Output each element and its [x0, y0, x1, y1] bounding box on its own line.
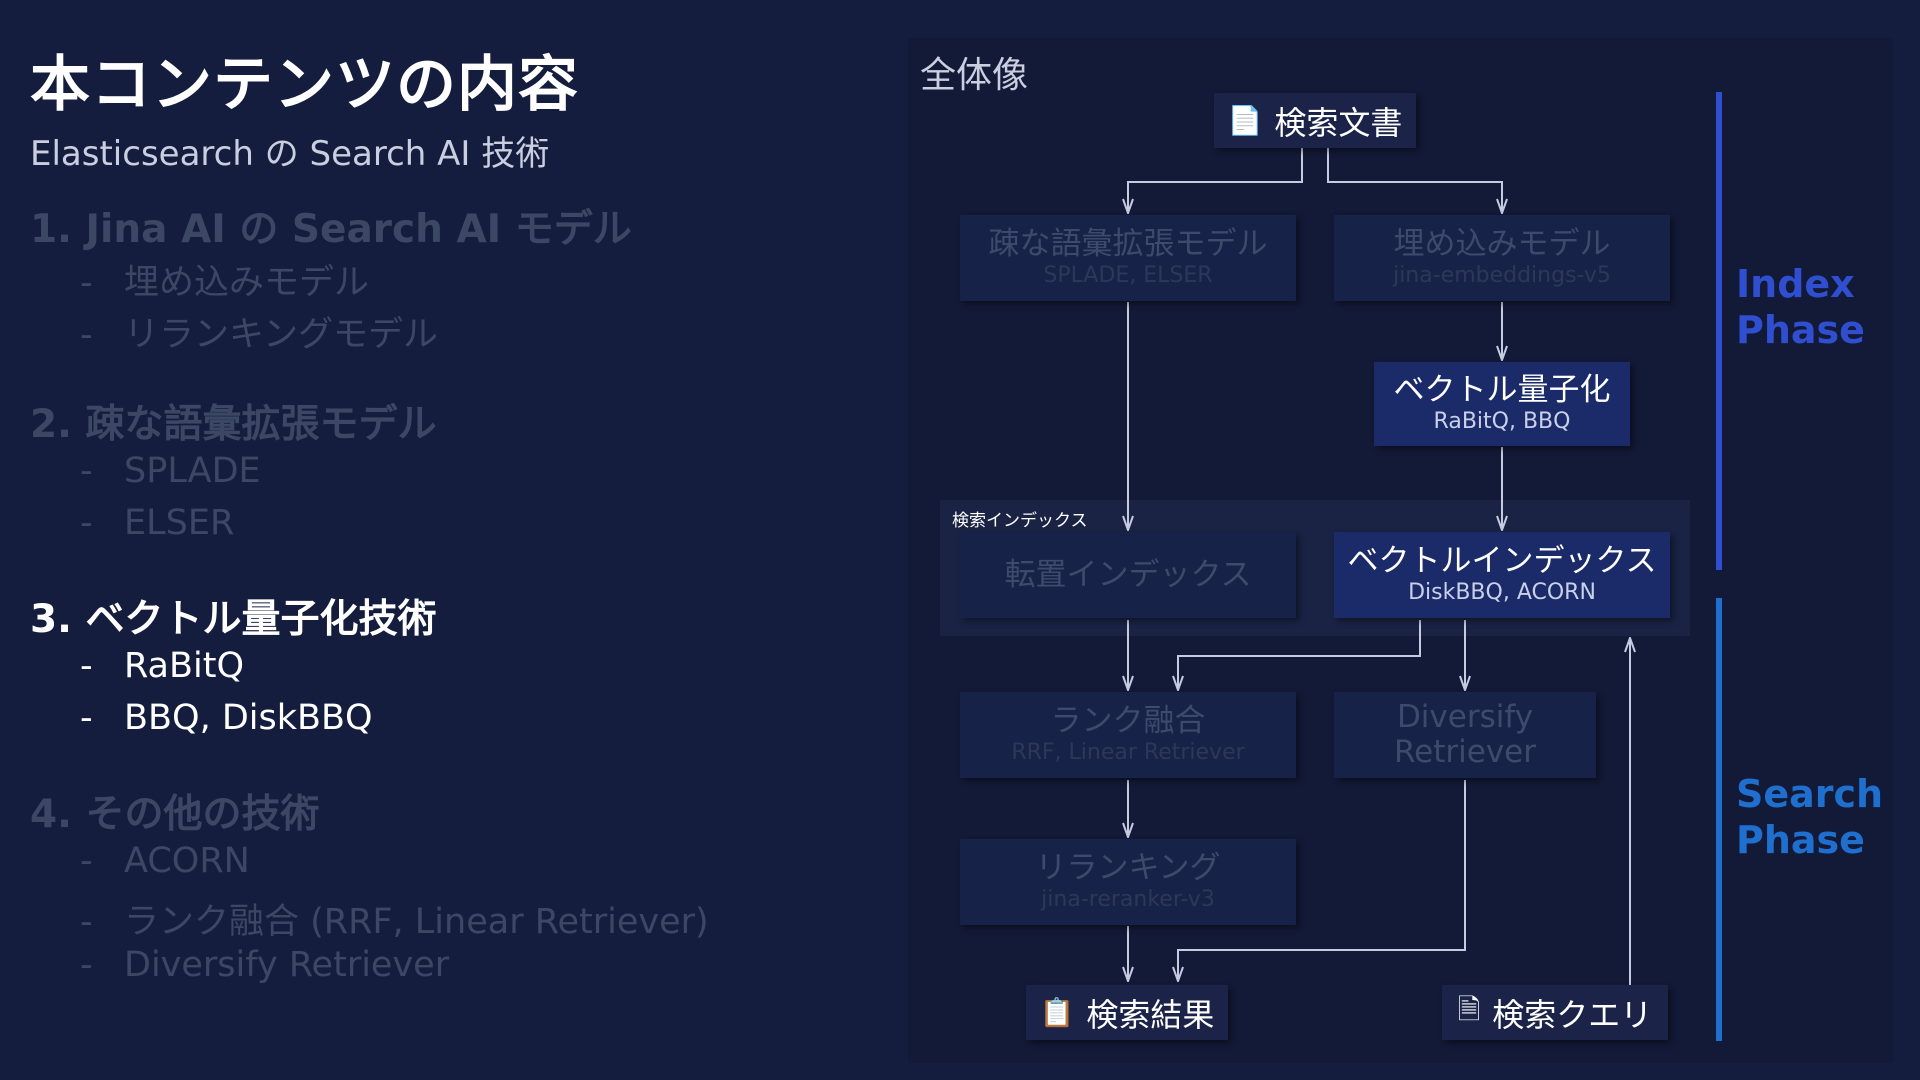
page-subtitle: Elasticsearch の Search AI 技術	[30, 134, 550, 174]
inverted-index-node: 転置インデックス	[960, 532, 1296, 618]
search-index-group-label: 検索インデックス	[952, 511, 1088, 531]
search-results-label: 検索結果	[1086, 995, 1215, 1034]
search-phase-line-2: Phase	[1736, 817, 1865, 862]
diversify-retriever-label-2: Retriever	[1394, 734, 1536, 770]
section-4-item-1: -ACORN	[80, 841, 250, 881]
sparse-model-node: 疎な語彙拡張モデル SPLADE, ELSER	[960, 215, 1296, 301]
search-results-node: 📋 検索結果	[1026, 985, 1228, 1040]
list-item-label: Diversify Retriever	[124, 945, 450, 985]
section-3-heading: 3. ベクトル量子化技術	[30, 597, 437, 642]
index-phase-line-2: Phase	[1736, 307, 1865, 352]
list-item-label: ELSER	[124, 503, 235, 543]
rank-fusion-node: ランク融合 RRF, Linear Retriever	[960, 692, 1296, 778]
connector-doc-to-sparse	[1128, 148, 1303, 213]
bullet-dash: -	[80, 945, 93, 985]
section-4-item-3: -Diversify Retriever	[80, 945, 449, 985]
search-query-node: 🗎 検索クエリ	[1442, 985, 1668, 1040]
diversify-retriever-label-1: Diversify	[1396, 699, 1534, 736]
sparse-model-sub: SPLADE, ELSER	[1043, 263, 1213, 289]
embedding-model-sub: jina-embeddings-v5	[1393, 263, 1611, 289]
bullet-dash: -	[80, 646, 93, 686]
vector-quantization-node: ベクトル量子化 RaBitQ, BBQ	[1374, 362, 1630, 446]
section-3-item-2: -BBQ, DiskBBQ	[80, 698, 373, 738]
bullet-dash: -	[80, 698, 93, 738]
list-item-label: BBQ, DiskBBQ	[124, 698, 373, 738]
embedding-model-label: 埋め込みモデル	[1393, 226, 1611, 263]
documents-icon: 📋	[1039, 996, 1075, 1029]
bullet-dash: -	[80, 315, 93, 355]
index-phase-bar	[1716, 92, 1722, 570]
list-item-label: リランキングモデル	[124, 315, 438, 355]
section-3-item-1: -RaBitQ	[80, 646, 244, 686]
search-phase-label: Search Phase	[1736, 772, 1883, 863]
connector-vecindex-to-fusion	[1178, 620, 1421, 690]
list-item-label: ランク融合 (RRF, Linear Retriever)	[124, 902, 709, 942]
section-2-item-1: -SPLADE	[80, 451, 261, 491]
section-1-item-2: -リランキングモデル	[80, 306, 438, 357]
bullet-dash: -	[80, 902, 93, 942]
vector-index-label: ベクトルインデックス	[1347, 543, 1657, 580]
section-4-item-2: -ランク融合 (RRF, Linear Retriever)	[80, 893, 709, 944]
index-phase-label: Index Phase	[1736, 262, 1865, 353]
vector-quantization-sub: RaBitQ, BBQ	[1433, 409, 1571, 435]
reranking-sub: jina-reranker-v3	[1041, 887, 1215, 913]
list-item-label: RaBitQ	[124, 646, 245, 686]
sparse-model-label: 疎な語彙拡張モデル	[988, 226, 1268, 263]
list-item-label: ACORN	[124, 841, 250, 881]
bullet-dash: -	[80, 503, 93, 543]
document-icon: 📄	[1227, 104, 1263, 137]
rank-fusion-label: ランク融合	[1050, 703, 1206, 740]
bullet-dash: -	[80, 841, 93, 881]
vector-index-node: ベクトルインデックス DiskBBQ, ACORN	[1334, 532, 1670, 618]
section-4-heading: 4. その他の技術	[30, 792, 320, 837]
section-2-item-2: -ELSER	[80, 503, 234, 543]
index-phase-line-1: Index	[1736, 262, 1855, 306]
search-query-label: 検索クエリ	[1492, 995, 1653, 1034]
search-phase-line-1: Search	[1736, 772, 1884, 816]
page-title: 本コンテンツの内容	[30, 50, 579, 120]
diversify-retriever-node: Diversify Retriever	[1334, 692, 1596, 778]
list-item-label: SPLADE	[124, 451, 261, 491]
search-phase-bar	[1716, 598, 1722, 1041]
bullet-dash: -	[80, 451, 93, 491]
section-1-item-1: -埋め込みモデル	[80, 254, 369, 305]
vector-quantization-label: ベクトル量子化	[1393, 372, 1611, 409]
embedding-model-node: 埋め込みモデル jina-embeddings-v5	[1334, 215, 1670, 301]
rank-fusion-sub: RRF, Linear Retriever	[1011, 740, 1245, 766]
diagram-title: 全体像	[920, 55, 1029, 96]
source-document-node: 📄 検索文書	[1214, 93, 1416, 148]
section-1-heading: 1. Jina AI の Search AI モデル	[30, 207, 632, 252]
reranking-label: リランキング	[1035, 850, 1221, 887]
section-2-heading: 2. 疎な語彙拡張モデル	[30, 402, 437, 447]
bullet-dash: -	[80, 263, 93, 303]
source-document-label: 検索文書	[1274, 103, 1403, 142]
vector-index-sub: DiskBBQ, ACORN	[1408, 580, 1596, 606]
inverted-index-label: 転置インデックス	[1004, 556, 1252, 593]
list-item-label: 埋め込みモデル	[124, 263, 370, 303]
connector-doc-to-embed	[1327, 148, 1502, 213]
reranking-node: リランキング jina-reranker-v3	[960, 839, 1296, 925]
connector-diversify-to-results	[1178, 780, 1466, 981]
query-document-icon: 🗎	[1457, 992, 1481, 1026]
